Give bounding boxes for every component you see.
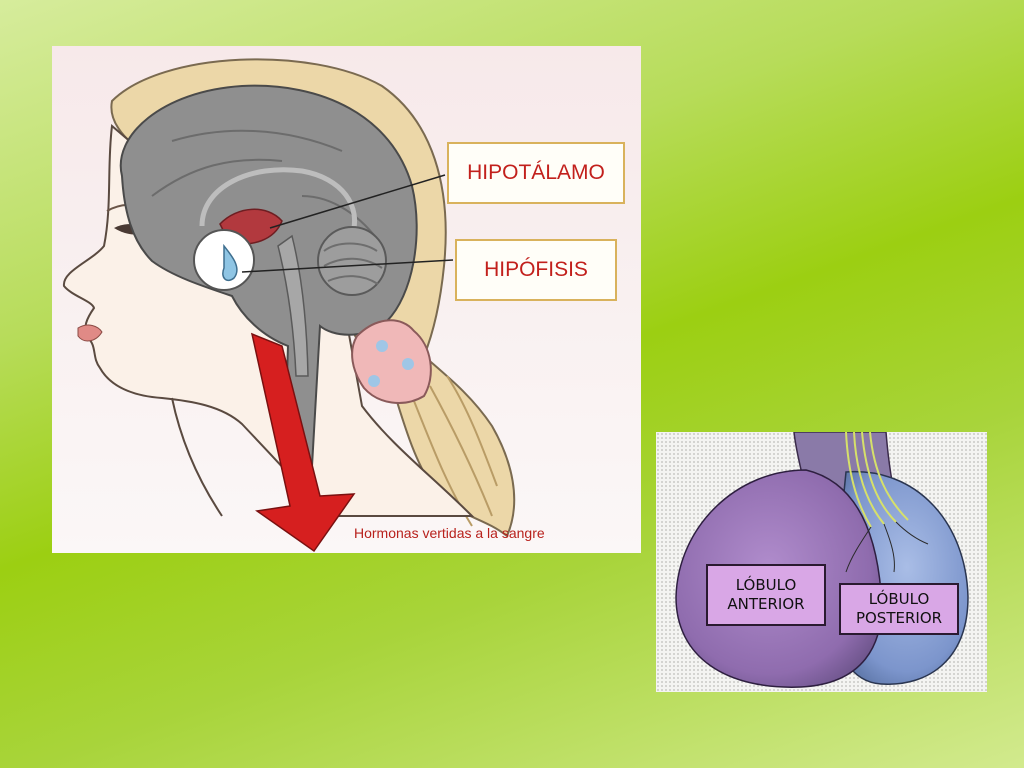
pituitary-illustration (675, 432, 969, 688)
posterior-lobe-label: LÓBULO POSTERIOR (839, 583, 959, 635)
pituitary-pointer (241, 259, 454, 273)
hormones-caption: Hormonas vertidas a la sangre (354, 525, 545, 541)
pituitary-gland (222, 243, 238, 282)
head-diagram: HIPOTÁLAMO HIPÓFISIS Hormonas vertidas a… (52, 46, 641, 553)
lips (77, 324, 103, 342)
pituitary-label: HIPÓFISIS (455, 239, 617, 301)
hypothalamus-pointer (269, 174, 446, 229)
hormone-arrow (250, 332, 356, 553)
posterior-label-line-2: POSTERIOR (855, 609, 943, 627)
anterior-lobe-label: LÓBULO ANTERIOR (706, 564, 826, 626)
anterior-label-line-2: ANTERIOR (727, 595, 805, 613)
posterior-label-line-1: LÓBULO (868, 590, 930, 608)
pituitary-diagram: LÓBULO ANTERIOR LÓBULO POSTERIOR (656, 432, 987, 692)
anterior-label-line-1: LÓBULO (735, 576, 797, 594)
cerebellum (317, 226, 387, 296)
hypothalamus-label: HIPOTÁLAMO (447, 142, 625, 204)
brainstem (277, 234, 309, 377)
head-illustration (62, 58, 516, 553)
